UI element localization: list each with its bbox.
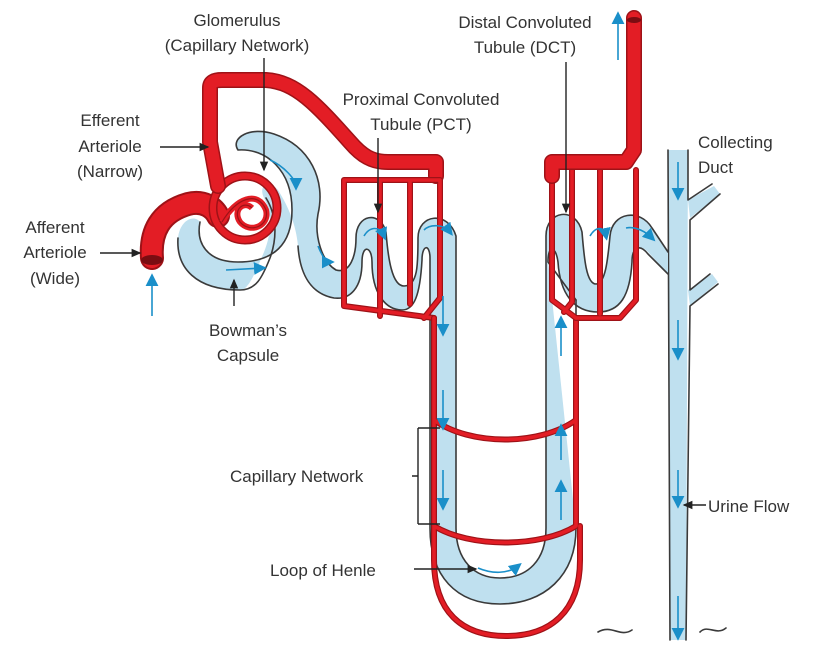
label-bowman-2: Capsule	[217, 346, 279, 365]
label-dct-1: Distal Convoluted	[458, 13, 591, 32]
label-bowman-1: Bowman’s	[209, 321, 287, 340]
label-dct-2: Tubule (DCT)	[474, 38, 576, 57]
label-urine: Urine Flow	[708, 497, 790, 516]
label-henle: Loop of Henle	[270, 561, 376, 580]
label-pct-2: Tubule (PCT)	[370, 115, 471, 134]
label-efferent-1: Efferent	[80, 111, 140, 130]
label-afferent-1: Afferent	[25, 218, 85, 237]
label-pct-1: Proximal Convoluted	[343, 90, 500, 109]
renal-tubule	[178, 131, 668, 604]
label-collecting-1: Collecting	[698, 133, 773, 152]
label-glomerulus-2: (Capillary Network)	[165, 36, 310, 55]
label-efferent-3: (Narrow)	[77, 162, 143, 181]
label-collecting-2: Duct	[698, 158, 733, 177]
label-afferent-2: Arteriole	[23, 243, 86, 262]
label-afferent-3: (Wide)	[30, 269, 80, 288]
label-capillary: Capillary Network	[230, 467, 364, 486]
label-glomerulus-1: Glomerulus	[194, 11, 281, 30]
label-efferent-2: Arteriole	[78, 137, 141, 156]
